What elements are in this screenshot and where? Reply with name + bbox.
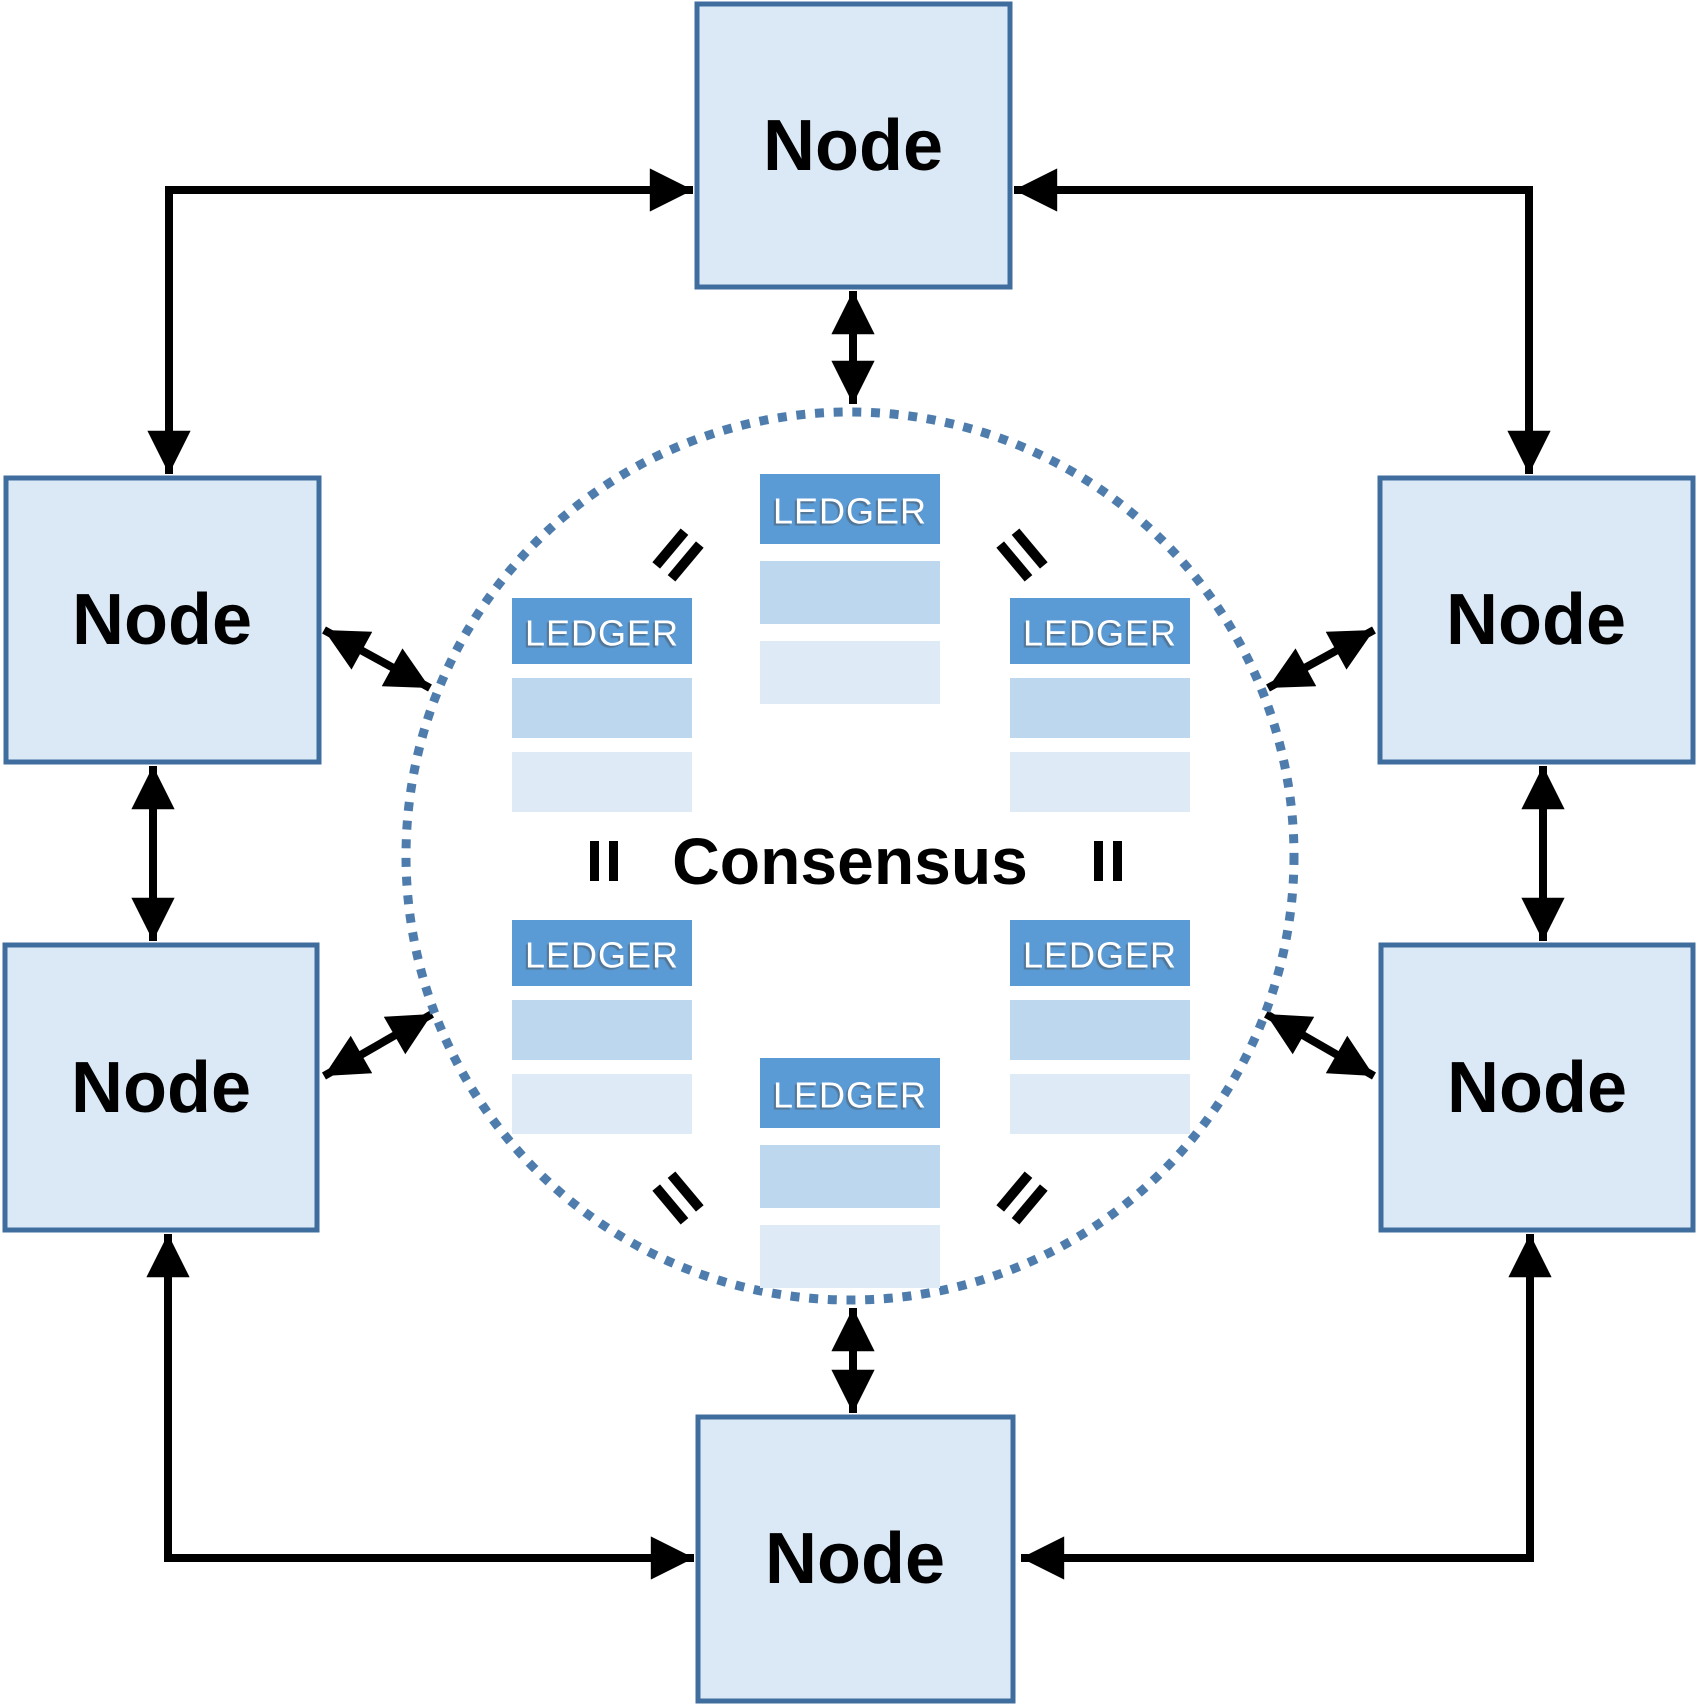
ledger-row	[1010, 1074, 1190, 1134]
ledger-row	[512, 678, 692, 738]
equals-bar	[1011, 528, 1048, 569]
equals-bar	[609, 841, 618, 881]
ledger-label: LEDGER	[1023, 935, 1177, 976]
node-lower-right: Node	[1378, 942, 1696, 1233]
ledger-row	[760, 1145, 940, 1208]
node-box	[1378, 942, 1696, 1233]
ledger-row	[1010, 1000, 1190, 1060]
connectors	[131, 168, 1565, 1580]
equals-bar	[667, 1171, 704, 1212]
node-upper-left: Node	[3, 475, 322, 765]
node-box	[1377, 475, 1696, 765]
equals-bar	[996, 1171, 1033, 1212]
node-label: Node	[763, 106, 943, 186]
node-box	[2, 942, 320, 1233]
ledger-row	[760, 561, 940, 624]
ledger-label: LEDGER	[773, 1075, 927, 1116]
ledger-upper-left: LEDGER	[512, 598, 692, 812]
equals-mark-bottom-left	[652, 1171, 704, 1225]
node-label: Node	[71, 1048, 251, 1128]
node-upper-right: Node	[1377, 475, 1696, 765]
arrow-lower-right-node-to-circle	[1264, 1010, 1376, 1080]
node-box	[694, 1, 1013, 290]
node-lower-left: Node	[2, 942, 320, 1233]
equals-bar	[1011, 1184, 1048, 1225]
equals-bar	[1113, 841, 1122, 881]
equals-bar	[1094, 841, 1103, 881]
ledger-row	[1010, 678, 1190, 738]
node-box	[3, 475, 322, 765]
arrow-upper-right-node-to-circle	[1266, 626, 1376, 692]
ledger-label: LEDGER	[773, 491, 927, 532]
ledger-row	[760, 641, 940, 704]
ledger-row	[760, 1225, 940, 1288]
ledger-upper-right: LEDGER	[1010, 598, 1190, 812]
arrow-lower-left-node-to-circle	[322, 1010, 434, 1080]
node-label: Node	[1446, 580, 1626, 660]
arrow-elbow-top-left	[147, 168, 693, 474]
ledger-lower-left: LEDGER	[512, 920, 692, 1134]
ledger-label: LEDGER	[525, 613, 679, 654]
ledger-row	[1010, 752, 1190, 812]
equals-bar	[667, 541, 704, 582]
ledger-bottom: LEDGER	[760, 1058, 940, 1288]
equals-mark-middle-right	[1094, 841, 1122, 881]
ledger-header	[1010, 598, 1190, 664]
equals-mark-top-right	[996, 528, 1048, 582]
ledger-header	[760, 474, 940, 544]
arrow-elbow-bottom-left	[146, 1234, 694, 1580]
node-label: Node	[765, 1519, 945, 1599]
ledger-label: LEDGER	[525, 935, 679, 976]
arrow-elbow-top-right	[1014, 168, 1551, 474]
equals-bar	[590, 841, 599, 881]
node-label: Node	[72, 580, 252, 660]
ledger-header	[1010, 920, 1190, 986]
arrow-elbow-bottom-right	[1021, 1234, 1552, 1580]
ledger-row	[512, 1074, 692, 1134]
equals-mark-middle-left	[590, 841, 618, 881]
node-box	[695, 1414, 1016, 1704]
equals-bar	[652, 1184, 689, 1225]
ledger-lower-right: LEDGER	[1010, 920, 1190, 1134]
equals-mark-bottom-right	[996, 1171, 1048, 1225]
ledger-row	[512, 1000, 692, 1060]
ledger-header	[512, 920, 692, 986]
consensus-circle-boundary	[401, 407, 1299, 1305]
equals-bar	[652, 528, 689, 569]
arrow-upper-left-node-to-circle	[322, 626, 432, 692]
node-label: Node	[1447, 1048, 1627, 1128]
ledger-header	[760, 1058, 940, 1128]
node-bottom: Node	[695, 1414, 1016, 1704]
equals-bar	[996, 541, 1033, 582]
ledger-header	[512, 598, 692, 664]
ledger-top: LEDGER	[760, 474, 940, 704]
equals-mark-top-left	[652, 528, 704, 582]
ledger-label: LEDGER	[1023, 613, 1177, 654]
ledger-row	[512, 752, 692, 812]
node-top: Node	[694, 1, 1013, 290]
consensus-title: Consensus	[672, 824, 1028, 898]
